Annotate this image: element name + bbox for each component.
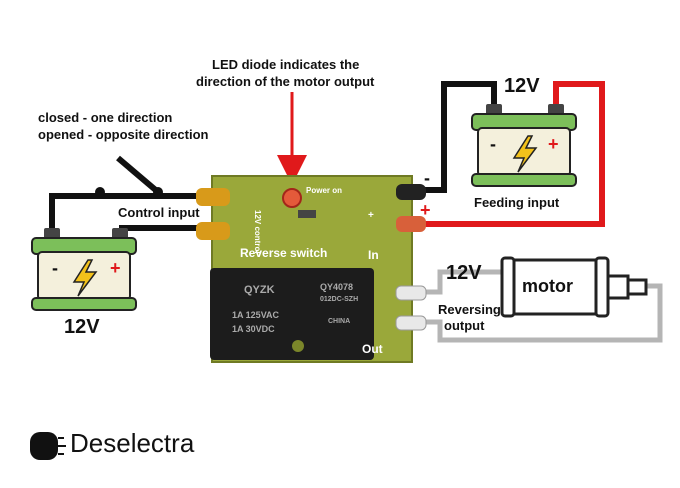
switch-annotation-line1: closed - one direction xyxy=(38,110,173,125)
left-battery-voltage: 12V xyxy=(64,316,100,338)
board-out-label: Out xyxy=(362,342,383,356)
reverse-switch-board xyxy=(196,175,427,363)
board-title: Reverse switch xyxy=(240,246,328,260)
switch-lever xyxy=(116,155,160,195)
left-battery-minus: - xyxy=(52,258,58,278)
left-battery-plus: + xyxy=(110,258,121,278)
board-plus-silk: + xyxy=(368,210,374,221)
control-input-label: Control input xyxy=(118,205,200,220)
relay-origin: CHINA xyxy=(328,318,351,325)
control-wires xyxy=(49,155,212,232)
reversing-output-line2: output xyxy=(444,318,485,333)
relay-model: QY4078 xyxy=(320,282,354,292)
led-diode xyxy=(282,188,302,208)
logo-text: Deselectra xyxy=(70,428,195,458)
led-annotation-line1: LED diode indicates the xyxy=(212,57,360,72)
relay-brand: QYZK xyxy=(244,284,275,296)
switch-annotation-line2: opened - opposite direction xyxy=(38,127,209,142)
motor-label: motor xyxy=(522,276,573,296)
top-battery-voltage: 12V xyxy=(504,75,540,97)
battery-left xyxy=(31,228,137,311)
motor-voltage: 12V xyxy=(446,262,482,284)
board-in-label: In xyxy=(368,248,379,262)
led-annotation-line2: direction of the motor output xyxy=(196,74,375,89)
relay-rating2: 1A 30VDC xyxy=(232,324,275,334)
board-minus-mark: - xyxy=(424,168,430,188)
board-power-on: Power on xyxy=(306,186,343,195)
relay-rating1: 1A 125VAC xyxy=(232,310,280,320)
battery-top xyxy=(471,104,577,187)
feeding-input-label: Feeding input xyxy=(474,195,560,210)
feeding-wires xyxy=(410,81,605,227)
top-battery-plus: + xyxy=(548,134,559,154)
relay-sub: 012DC-SZH xyxy=(320,296,359,303)
board-plus-mark: + xyxy=(420,200,431,220)
motor xyxy=(500,256,648,318)
top-battery-minus: - xyxy=(490,134,496,154)
deselectra-logo-icon xyxy=(30,432,66,460)
reversing-output-line1: Reversing xyxy=(438,302,501,317)
